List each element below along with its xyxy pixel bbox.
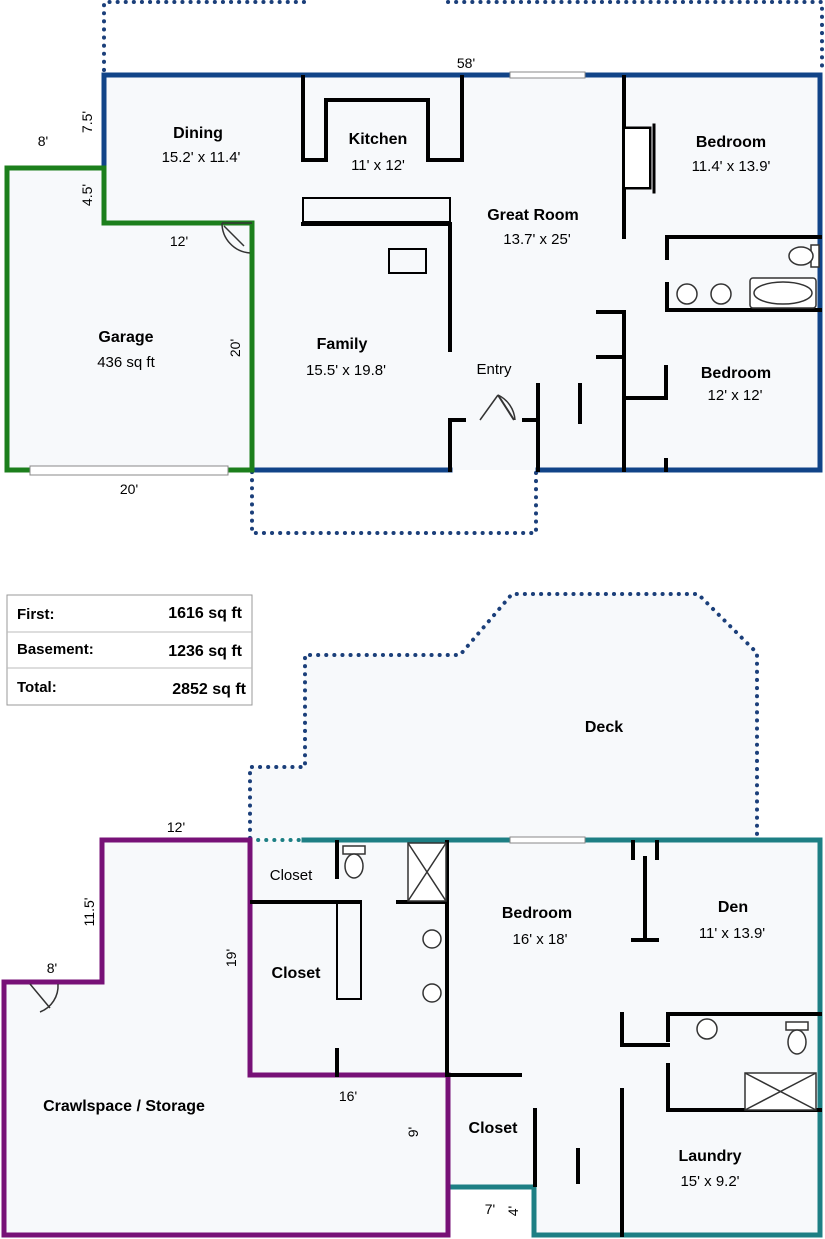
family-wall (301, 222, 452, 352)
kitchen-label: Kitchen (349, 131, 408, 148)
dim-crawl-offset: 8' (47, 960, 57, 976)
sink-icon (696, 1018, 718, 1040)
entry-wall-right (522, 383, 540, 472)
kitchen-island (324, 75, 464, 162)
basement-bedroom-label: Bedroom (502, 905, 572, 922)
bath-wall-top (665, 235, 822, 312)
dim-crawl-depth: 9' (405, 1127, 421, 1137)
den-wall (631, 840, 659, 942)
area-summary-border (6, 594, 253, 706)
garage-floor (7, 168, 252, 470)
basement-bedroom-size: 16' x 18' (513, 931, 568, 948)
patio-window (509, 71, 586, 79)
entry-label: Entry (476, 361, 512, 378)
closet-walkin-label: Closet (272, 965, 322, 982)
family-size: 15.5' x 19.8' (306, 362, 386, 379)
great-room-label: Great Room (487, 207, 579, 224)
toilet-icon (788, 246, 814, 266)
dim-garage-side: 20' (227, 339, 243, 357)
garage-door (29, 465, 229, 476)
entry-door-icon (479, 394, 516, 421)
dim-top-width: 58' (457, 55, 475, 71)
great-room-size: 13.7' x 25' (503, 231, 571, 248)
sink-icon (422, 929, 442, 949)
dim-dining-step: 7.5' (79, 111, 95, 133)
closet-lower-label: Closet (469, 1120, 519, 1137)
toilet-tank-icon (785, 1021, 809, 1031)
kitchen-size: 11' x 12' (351, 157, 405, 174)
fireplace-icon (623, 127, 651, 189)
laundry-label: Laundry (678, 1148, 741, 1165)
bedroom1-size: 11.4' x 13.9' (692, 158, 771, 175)
dining-label: Dining (173, 125, 223, 142)
closet-small-label: Closet (270, 867, 313, 884)
area-summary-table: First: 1616 sq ft Basement: 1236 sq ft T… (6, 594, 253, 706)
bedroom2-label: Bedroom (701, 365, 771, 382)
crawlspace-wall (1, 837, 451, 1238)
garage-size: 436 sq ft (97, 354, 155, 371)
dim-closet-width: 7' (485, 1201, 495, 1217)
basement-fixtures (342, 842, 817, 1111)
area-value-basement: 1236 sq ft (168, 643, 242, 660)
bath-wall-right (445, 840, 522, 1077)
dim-crawl-inner: 16' (339, 1088, 357, 1104)
family-table (388, 248, 427, 274)
basement-window (509, 836, 586, 844)
dim-crawl-top: 12' (167, 819, 185, 835)
basement: Deck Closet Closet Bedroom 16' x 18' Den… (1, 592, 823, 1238)
closet-shelf (336, 902, 362, 1000)
hall-wall (596, 310, 626, 472)
area-label-basement: Basement: (17, 641, 94, 658)
dim-garage-bottom: 20' (120, 481, 138, 497)
basement-floor (250, 840, 820, 1235)
bathtub-inner-icon (753, 281, 813, 305)
dim-crawl-step: 11.5' (81, 898, 97, 927)
sink-icon (710, 283, 732, 305)
garage-entry-door-icon (221, 222, 252, 254)
entry-wall-left (448, 418, 466, 472)
crawlspace-label: Crawlspace / Storage (43, 1098, 205, 1115)
bedroom1-label: Bedroom (696, 134, 766, 151)
bedroom2-wall (622, 365, 668, 472)
laundry-size: 15' x 9.2' (680, 1173, 739, 1190)
dim-garage-depth-top: 12' (170, 233, 188, 249)
dim-crawl-side: 19' (223, 949, 239, 967)
first-floor: Dining 15.2' x 11.4' Kitchen 11' x 12' B… (4, 0, 824, 535)
deck-label: Deck (585, 719, 623, 736)
area-value-total: 2852 sq ft (172, 681, 246, 698)
family-label: Family (317, 336, 368, 353)
shower-drain-icon (407, 842, 447, 902)
sink-icon (422, 983, 442, 1003)
shower-drain-icon (744, 1072, 817, 1111)
area-value-first: 1616 sq ft (168, 605, 242, 622)
toilet-icon (344, 853, 364, 879)
den-bath-wall (620, 1012, 822, 1047)
crawlspace-door-icon (29, 983, 59, 1013)
front-porch-outline (250, 470, 538, 535)
hall-wall (533, 1088, 624, 1237)
toilet-tank-icon (342, 845, 366, 855)
upper-deck-outline (102, 0, 824, 72)
entry-door-leaf-icon (497, 394, 515, 421)
garage-label: Garage (98, 329, 153, 346)
toilet-icon (787, 1029, 807, 1055)
bedroom2-size: 12' x 12' (708, 387, 763, 404)
dim-garage-step: 4.5' (79, 184, 95, 206)
sink-icon (676, 283, 698, 305)
crawlspace-floor (4, 840, 448, 1235)
area-label-first: First: (17, 606, 55, 623)
dim-garage-offset: 8' (38, 133, 48, 149)
deck-outline (248, 592, 759, 840)
den-label: Den (718, 899, 748, 916)
den-size: 11' x 13.9' (699, 925, 765, 942)
first-bath-fixtures (676, 244, 820, 309)
dining-size: 15.2' x 11.4' (162, 149, 241, 166)
dim-closet-step: 4' (505, 1206, 521, 1216)
area-label-total: Total: (17, 679, 57, 696)
